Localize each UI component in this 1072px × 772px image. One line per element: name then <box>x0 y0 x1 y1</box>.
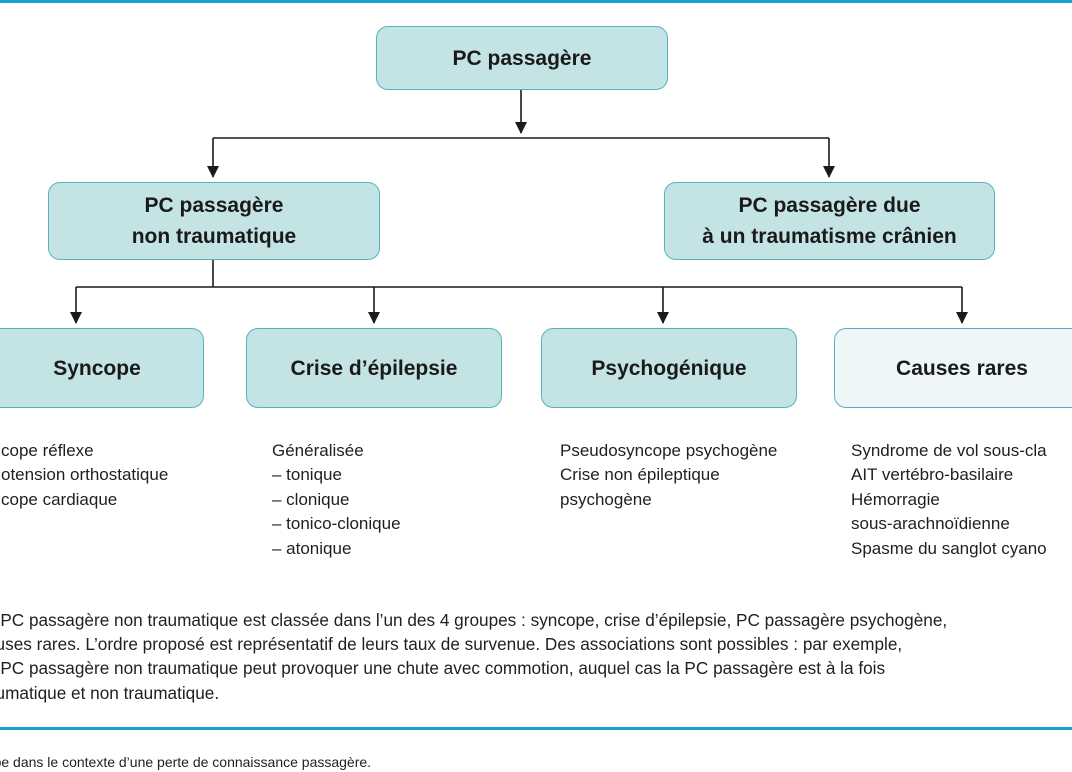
node-traumatisme-line-1: PC passagère due <box>738 194 921 217</box>
node-non-traumatique: PC passagère non traumatique <box>48 182 380 260</box>
node-causes-rares: Causes rares <box>834 328 1072 408</box>
node-traumatisme-cranien: PC passagère due à un traumatisme crânie… <box>664 182 995 260</box>
list-item: – atonique <box>272 538 352 558</box>
list-item: Crise non épileptique <box>560 465 720 485</box>
list-item: sous-arachnoïdienne <box>851 514 1010 534</box>
note-line: e PC passagère non traumatique peut prov… <box>0 658 886 679</box>
explanatory-note: a PC passagère non traumatique est class… <box>0 608 1072 705</box>
list-item: Généralisée <box>272 441 364 460</box>
note-line: aumatique et non traumatique. <box>0 682 220 703</box>
list-item: AIT vertébro-basilaire <box>851 465 1014 485</box>
list-causes-rares: Syndrome de vol sous-cla AIT vertébro-ba… <box>851 439 1047 561</box>
list-item: – tonique <box>272 465 342 485</box>
list-item: Syndrome de vol sous-cla <box>851 441 1047 460</box>
list-item: cope réflexe <box>1 441 94 460</box>
list-crise-epilepsie: Généralisée – tonique – clonique – tonic… <box>272 439 401 561</box>
node-crise-epilepsie-label: Crise d’épilepsie <box>290 356 458 380</box>
node-non-traumatique-line-1: PC passagère <box>144 194 284 217</box>
note-line: a PC passagère non traumatique est class… <box>0 610 948 630</box>
figure-caption: ncope dans le contexte d’une perte de co… <box>0 754 372 770</box>
list-item: Hémorragie <box>851 489 940 509</box>
top-rule <box>0 0 1072 3</box>
list-item: – tonico-clonique <box>272 514 401 534</box>
node-psychogenique-label: Psychogénique <box>591 356 747 380</box>
list-item: otension orthostatique <box>1 465 169 485</box>
root-node-label: PC passagère <box>452 46 592 70</box>
list-item: Pseudosyncope psychogène <box>560 441 778 460</box>
list-item: Spasme du sanglot cyano <box>851 538 1047 558</box>
node-syncope-label: Syncope <box>53 356 141 380</box>
list-item: – clonique <box>272 489 350 509</box>
note-line: auses rares. L’ordre proposé est représe… <box>0 634 903 655</box>
node-non-traumatique-line-2: non traumatique <box>131 225 297 248</box>
list-item: psychogène <box>560 489 652 509</box>
root-node: PC passagère <box>376 26 668 90</box>
list-syncope: cope réflexe otension orthostatique cope… <box>1 439 168 512</box>
list-psychogenique: Pseudosyncope psychogène Crise non épile… <box>560 439 777 512</box>
node-causes-rares-label: Causes rares <box>896 356 1028 380</box>
node-psychogenique: Psychogénique <box>541 328 797 408</box>
node-crise-epilepsie: Crise d’épilepsie <box>246 328 502 408</box>
list-item: cope cardiaque <box>1 489 118 509</box>
bottom-rule <box>0 727 1072 730</box>
node-syncope: Syncope <box>0 328 204 408</box>
node-traumatisme-line-2: à un traumatisme crânien <box>702 225 957 248</box>
